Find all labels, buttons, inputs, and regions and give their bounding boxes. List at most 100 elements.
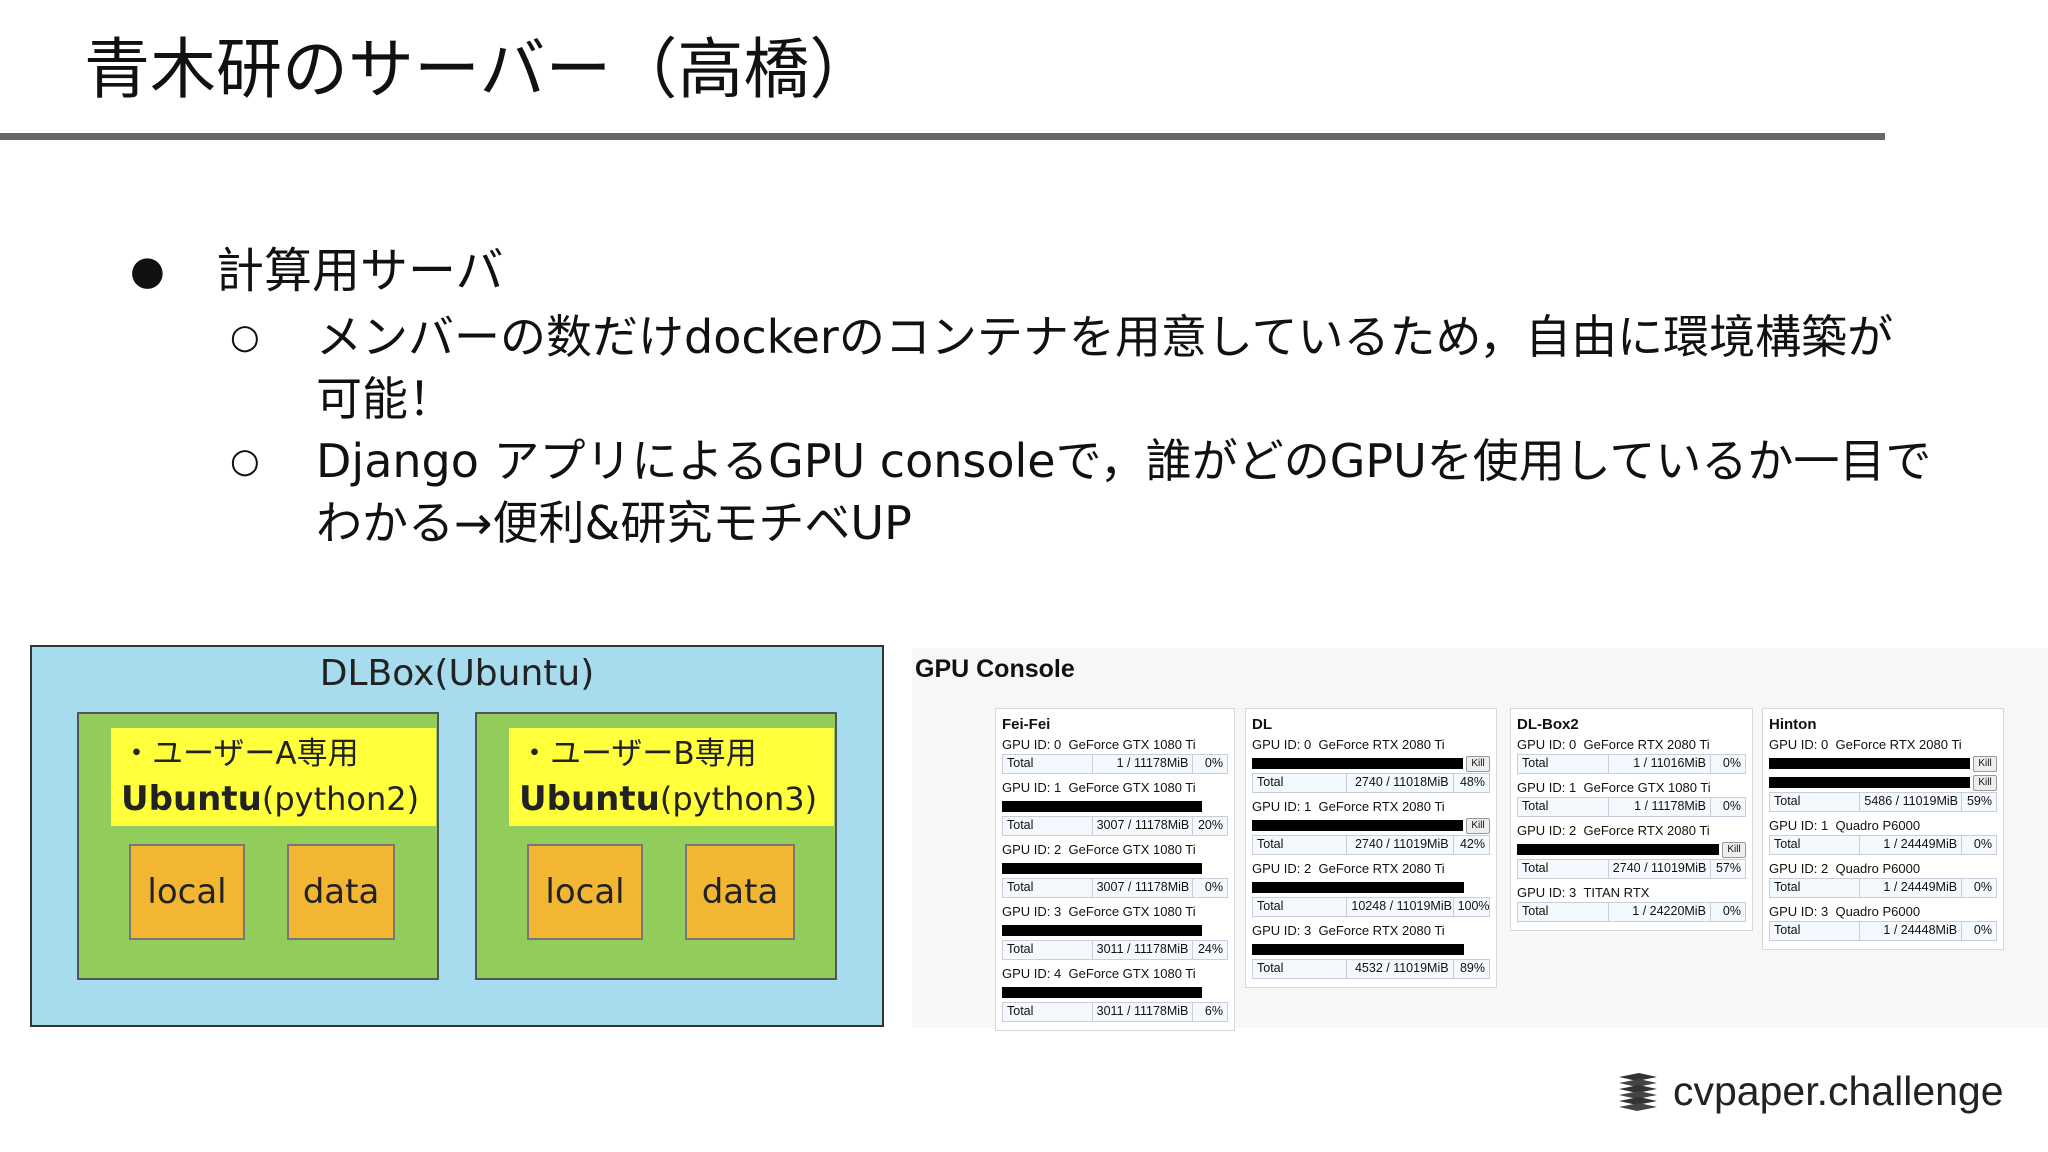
gpu-utilization: 100% xyxy=(1457,899,1489,913)
volume-local: local xyxy=(129,844,245,940)
total-label: Total xyxy=(1770,879,1861,897)
bullet-sub-1: ○ メンバーの数だけdockerのコンテナを用意しているため，自由に環境構築が … xyxy=(130,306,1990,430)
gpu-id-line: GPU ID: 0 GeForce GTX 1080 Ti xyxy=(1002,735,1228,754)
title-divider xyxy=(0,133,1885,140)
gpu-id: GPU ID: 0 xyxy=(1252,737,1312,752)
gpu-utilization: 59% xyxy=(1966,794,1992,808)
gpu-id-line: GPU ID: 2 GeForce GTX 1080 Ti xyxy=(1002,840,1228,859)
container-user-a: ・ユーザーA専用 Ubuntu(python2) local data xyxy=(77,712,439,980)
dlbox-diagram: DLBox(Ubuntu) ・ユーザーA専用 Ubuntu(python2) l… xyxy=(30,645,884,1027)
redacted-process xyxy=(1769,777,1970,788)
process-bar xyxy=(1002,797,1228,816)
gpu-id: GPU ID: 0 xyxy=(1769,737,1829,752)
gpu-model: Quadro P6000 xyxy=(1835,818,1921,833)
gpu-id: GPU ID: 0 xyxy=(1517,737,1577,752)
process-bar: Kill xyxy=(1252,754,1490,773)
redacted-process xyxy=(1002,925,1202,936)
container-label: ・ユーザーB専用 Ubuntu(python3) xyxy=(509,728,834,826)
gpu-model: GeForce RTX 2080 Ti xyxy=(1318,737,1445,752)
os-name: Ubuntu xyxy=(519,779,660,819)
gpu-id-line: GPU ID: 3 Quadro P6000 xyxy=(1769,902,1997,921)
gpu-id: GPU ID: 3 xyxy=(1252,923,1312,938)
bullet-sub-2-line1: Django アプリによるGPU consoleで，誰がどのGPUを使用している… xyxy=(316,434,1932,488)
memory-usage: 1 / 11178MiB xyxy=(1609,798,1711,816)
gpu-utilization: 89% xyxy=(1459,961,1485,975)
container-owner: ・ユーザーA専用 xyxy=(121,736,359,772)
bullet-sub-1-line1: メンバーの数だけdockerのコンテナを用意しているため，自由に環境構築が xyxy=(316,310,1894,364)
redacted-process xyxy=(1002,987,1202,998)
python-version: (python3) xyxy=(659,780,818,818)
gpu-utilization: 0% xyxy=(1973,880,1992,894)
gpu-id: GPU ID: 2 xyxy=(1252,861,1312,876)
memory-usage: 4532 / 11019MiB xyxy=(1347,960,1454,978)
logo-text: cvpaper.challenge xyxy=(1673,1067,2004,1114)
os-name: Ubuntu xyxy=(121,779,262,819)
process-bar xyxy=(1002,859,1228,878)
bullet-level1-text: 計算用サーバ xyxy=(216,243,504,299)
kill-button[interactable]: Kill xyxy=(1973,755,1997,772)
gpu-id-line: GPU ID: 3 GeForce RTX 2080 Ti xyxy=(1252,921,1490,940)
total-label: Total xyxy=(1003,879,1093,897)
machine-name: Fei-Fei xyxy=(1002,716,1051,733)
gpu-id: GPU ID: 3 xyxy=(1769,904,1829,919)
gpu-id-line: GPU ID: 0 GeForce RTX 2080 Ti xyxy=(1769,735,1997,754)
gpu-model: Quadro P6000 xyxy=(1835,904,1921,919)
kill-button[interactable]: Kill xyxy=(1466,755,1490,772)
total-label: Total xyxy=(1253,960,1348,978)
kill-button[interactable]: Kill xyxy=(1466,817,1490,834)
gpu-id-line: GPU ID: 2 Quadro P6000 xyxy=(1769,859,1997,878)
memory-usage: 2740 / 11019MiB xyxy=(1609,860,1711,878)
process-bar: Kill xyxy=(1769,773,1997,792)
total-label: Total xyxy=(1253,898,1348,916)
gpu-id: GPU ID: 1 xyxy=(1769,818,1829,833)
total-label: Total xyxy=(1770,793,1861,811)
bullet-ring-icon: ○ xyxy=(230,441,260,481)
container-os: Ubuntu(python3) xyxy=(519,776,834,822)
gpu-utilization: 48% xyxy=(1459,775,1485,789)
container-os: Ubuntu(python2) xyxy=(121,776,436,822)
memory-usage: 1 / 11178MiB xyxy=(1093,755,1194,773)
gpu-model: GeForce RTX 2080 Ti xyxy=(1318,799,1445,814)
total-label: Total xyxy=(1003,941,1093,959)
gpu-utilization: 0% xyxy=(1204,756,1223,770)
gpu-id-line: GPU ID: 1 GeForce RTX 2080 Ti xyxy=(1252,797,1490,816)
bullet-sub-1-line2: 可能！ xyxy=(316,372,454,426)
bullet-ring-icon: ○ xyxy=(230,317,260,357)
kill-button[interactable]: Kill xyxy=(1722,841,1746,858)
gpu-id: GPU ID: 1 xyxy=(1252,799,1312,814)
gpu-id-line: GPU ID: 1 GeForce GTX 1080 Ti xyxy=(1517,778,1746,797)
bullet-level1: ● 計算用サーバ xyxy=(130,240,1990,302)
memory-usage: 2740 / 11018MiB xyxy=(1347,774,1454,792)
gpu-id: GPU ID: 1 xyxy=(1517,780,1577,795)
memory-usage: 3007 / 11178MiB xyxy=(1093,879,1194,897)
memory-usage: 10248 / 11019MiB xyxy=(1347,898,1454,916)
gpu-id: GPU ID: 0 xyxy=(1002,737,1062,752)
gpu-model: GeForce GTX 1080 Ti xyxy=(1583,780,1711,795)
memory-usage: 1 / 24449MiB xyxy=(1860,879,1963,897)
memory-usage: 3011 / 11178MiB xyxy=(1093,1003,1194,1021)
redacted-process xyxy=(1002,863,1202,874)
python-version: (python2) xyxy=(261,780,420,818)
kill-button[interactable]: Kill xyxy=(1973,774,1997,791)
gpu-id: GPU ID: 4 xyxy=(1002,966,1062,981)
gpu-utilization: 6% xyxy=(1204,1004,1223,1018)
container-label: ・ユーザーA専用 Ubuntu(python2) xyxy=(111,728,436,826)
gpu-utilization: 0% xyxy=(1204,880,1223,894)
gpu-id: GPU ID: 1 xyxy=(1002,780,1062,795)
gpu-model: GeForce RTX 2080 Ti xyxy=(1583,823,1710,838)
gpu-id-line: GPU ID: 1 Quadro P6000 xyxy=(1769,816,1997,835)
